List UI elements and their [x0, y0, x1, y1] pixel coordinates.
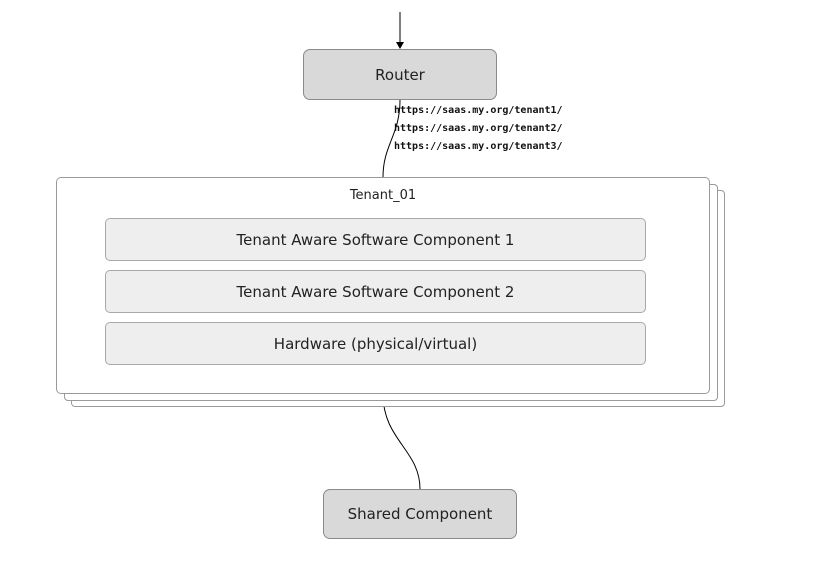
component-label: Tenant Aware Software Component 2 — [236, 282, 515, 301]
component-label: Tenant Aware Software Component 1 — [236, 230, 515, 249]
route-url: https://saas.my.org/tenant3/ — [394, 141, 563, 152]
route-url-list: https://saas.my.org/tenant1/ https://saa… — [394, 103, 563, 157]
hardware-component[interactable]: Hardware (physical/virtual) — [105, 322, 646, 365]
tenant-to-shared-connector — [382, 393, 421, 490]
shared-component-node[interactable]: Shared Component — [323, 489, 517, 539]
tenant-label: Tenant_01 — [349, 188, 417, 203]
tenant-container[interactable]: Tenant_01 Tenant Aware Software Componen… — [56, 177, 710, 394]
shared-component-label: Shared Component — [347, 505, 493, 523]
route-url: https://saas.my.org/tenant2/ — [394, 123, 563, 134]
component-label: Hardware (physical/virtual) — [273, 334, 478, 353]
router-node[interactable]: Router — [303, 49, 497, 100]
tenant-component-1[interactable]: Tenant Aware Software Component 1 — [105, 218, 646, 261]
tenant-component-2[interactable]: Tenant Aware Software Component 2 — [105, 270, 646, 313]
router-label: Router — [375, 65, 425, 84]
route-url: https://saas.my.org/tenant1/ — [394, 105, 563, 116]
